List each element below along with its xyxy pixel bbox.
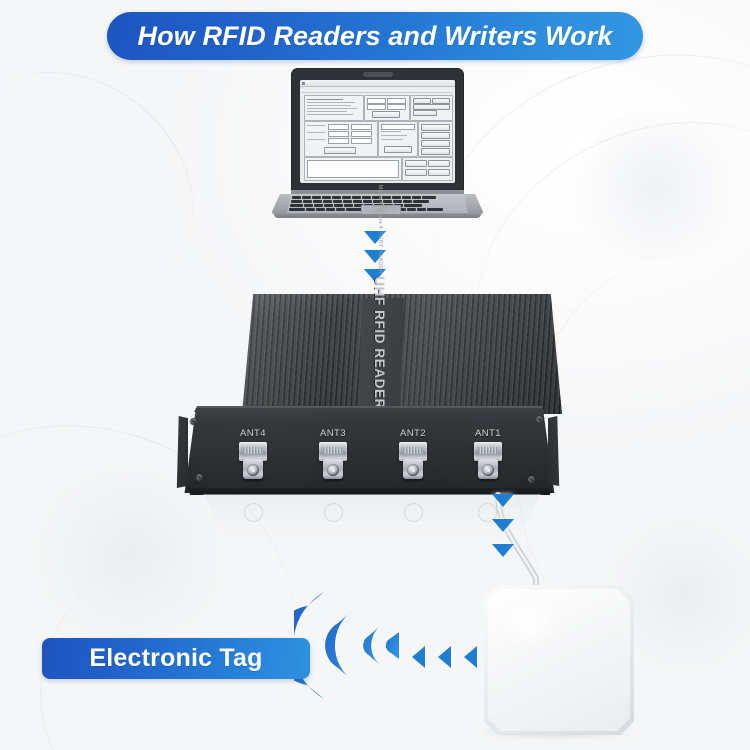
port-nut — [319, 442, 347, 461]
arrow-left-icon — [412, 646, 425, 668]
software-field — [367, 104, 386, 110]
software-button — [413, 110, 437, 116]
rf-wave-arc-inner — [363, 627, 379, 664]
antenna-port-label: ANT4 — [240, 428, 266, 439]
software-button — [413, 98, 431, 104]
electronic-tag-badge: Electronic Tag — [42, 638, 310, 679]
port-nut — [239, 442, 267, 461]
arrow-down-icon — [364, 269, 386, 282]
rf-wave-arc-middle — [325, 610, 353, 681]
arrow-down-icon — [364, 250, 386, 263]
port-pin — [411, 468, 415, 472]
antenna-port-ant3: ANT3 — [316, 428, 350, 488]
software-button — [372, 111, 400, 118]
rf-wave-center-dot — [385, 632, 399, 659]
laptop-hinge — [291, 190, 464, 195]
laptop-front-edge — [274, 214, 481, 218]
arrow-down-icon — [492, 494, 514, 507]
software-button — [405, 160, 427, 167]
reader-mounting-bracket-right — [548, 416, 560, 486]
software-app-icon — [302, 81, 305, 85]
rf-wave-icon — [294, 592, 399, 699]
arrow-down-icon — [492, 519, 514, 532]
laptop-camera-bar — [362, 72, 393, 77]
screw-icon — [528, 476, 535, 483]
reader-reflection-port — [244, 503, 263, 522]
laptop-computer — [270, 68, 485, 223]
software-button — [428, 169, 450, 176]
reader-subtext-ports: 4-PORT READER — [377, 225, 383, 275]
software-field — [351, 124, 372, 130]
antenna-port-ant2: ANT2 — [396, 428, 430, 488]
port-nut — [474, 442, 502, 461]
software-button — [384, 146, 412, 153]
port-pin — [331, 468, 335, 472]
reader-brand-text: UHF RFID READER — [372, 276, 388, 409]
software-field — [328, 138, 349, 144]
reader-reflection-port — [404, 503, 423, 522]
software-field — [351, 131, 372, 137]
reader-subtext-origin: Made in China — [377, 184, 383, 224]
software-field — [328, 131, 349, 137]
marble-smudge — [560, 110, 750, 260]
reader-branding: UHF RFID READER 4-PORT READER Made in Ch… — [354, 185, 406, 412]
software-button — [421, 140, 450, 147]
software-button — [324, 147, 356, 154]
laptop-screen — [300, 80, 455, 183]
electronic-tag-label: Electronic Tag — [89, 644, 263, 672]
marble-smudge — [20, 470, 240, 640]
arrow-left-icon — [438, 646, 451, 668]
rfid-panel-antenna — [484, 585, 634, 735]
software-workspace — [302, 93, 453, 181]
port-nut — [399, 442, 427, 461]
reader-reflection-port — [324, 503, 343, 522]
software-titlebar — [300, 80, 455, 87]
software-field — [328, 124, 349, 130]
uhf-rfid-reader: UHF RFID READER 4-PORT READER Made in Ch… — [168, 185, 568, 536]
software-button — [421, 148, 450, 155]
antenna-port-label: ANT3 — [320, 428, 346, 439]
software-button — [421, 124, 450, 131]
antenna-port-label: ANT1 — [475, 428, 501, 439]
reader-bottom-edge — [187, 488, 553, 495]
antenna-port-label: ANT2 — [400, 428, 426, 439]
software-field — [387, 98, 406, 104]
antenna-face — [488, 589, 630, 731]
reader-mounting-bracket-left — [176, 416, 188, 488]
port-pin — [486, 468, 490, 472]
software-button — [432, 98, 450, 104]
arrow-left-icon — [464, 646, 477, 668]
antenna-port-ant1: ANT1 — [471, 428, 505, 488]
software-button — [421, 132, 450, 139]
arrow-down-icon — [364, 231, 386, 244]
software-log-textarea — [307, 160, 399, 178]
title-banner: How RFID Readers and Writers Work — [107, 12, 643, 60]
software-field — [387, 104, 406, 110]
reader-reflection-port — [478, 503, 497, 522]
screw-icon — [536, 416, 543, 423]
laptop-lid — [291, 68, 464, 192]
software-field — [381, 124, 415, 130]
software-field — [351, 138, 372, 144]
software-button — [413, 104, 450, 110]
software-field — [367, 98, 386, 104]
software-menubar — [302, 87, 452, 93]
antenna-highlight — [498, 597, 558, 647]
port-pin — [251, 468, 255, 472]
arrow-down-icon — [492, 544, 514, 557]
antenna-port-ant4: ANT4 — [236, 428, 270, 488]
title-banner-text: How RFID Readers and Writers Work — [137, 20, 613, 51]
reader-top-housing — [242, 294, 562, 414]
software-button — [405, 169, 427, 176]
screw-icon — [196, 474, 203, 481]
screw-icon — [190, 418, 197, 425]
software-button — [428, 160, 450, 167]
